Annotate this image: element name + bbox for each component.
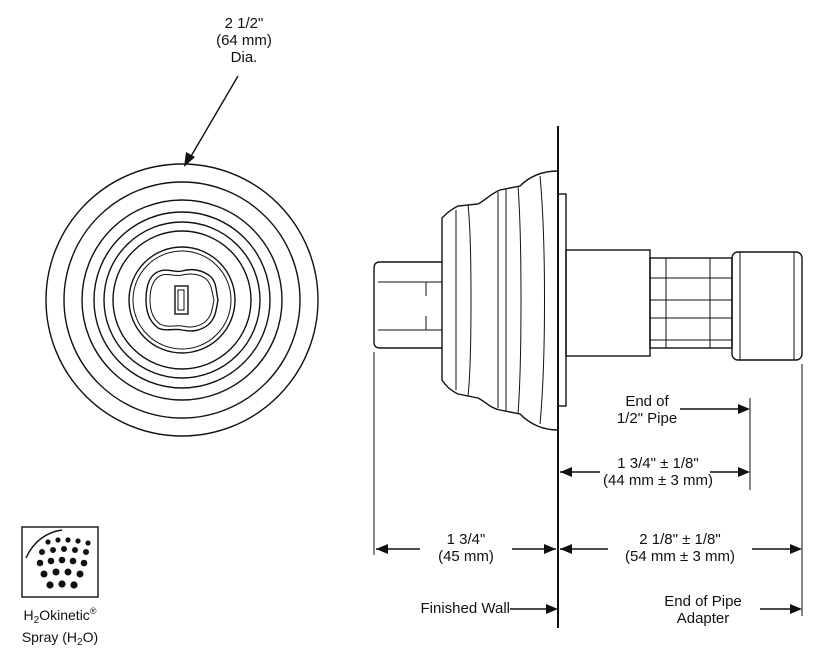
pipe-depth-label-line-2: (44 mm ± 3 mm) bbox=[603, 472, 713, 489]
logo-caption: H2Okinetic® Spray (H2O) bbox=[10, 603, 110, 651]
knob-outline-inner bbox=[149, 273, 215, 328]
logo-brand-name: H2Okinetic® bbox=[23, 606, 97, 626]
adapter-end-arrow bbox=[760, 604, 802, 614]
inner-hub-2 bbox=[132, 250, 232, 350]
ring-6 bbox=[112, 230, 252, 370]
adapter-depth-label: 2 1/8" ± 1/8" (54 mm ± 3 mm) bbox=[608, 531, 752, 565]
logo-spray-name: Spray (H2O) bbox=[21, 629, 99, 648]
front-view bbox=[45, 163, 319, 437]
ring-4 bbox=[93, 211, 271, 389]
knob-dimension-label-line-1: 1 3/4" bbox=[446, 531, 486, 548]
pipe-depth-dimension bbox=[560, 467, 750, 477]
diameter-label-line-1: 2 1/2" bbox=[224, 15, 264, 32]
pipe-end-label-line-2: 1/2" Pipe bbox=[616, 410, 678, 427]
valve-body bbox=[565, 249, 651, 357]
pipe-end-arrow bbox=[680, 404, 750, 414]
diameter-leader bbox=[184, 75, 239, 167]
adapter-end-label-line-2: Adapter bbox=[676, 610, 730, 627]
adapter-depth-label-line-2: (54 mm ± 3 mm) bbox=[625, 548, 735, 565]
inner-hub bbox=[128, 246, 236, 354]
ring-5 bbox=[103, 221, 261, 379]
escutcheon-face-6 bbox=[539, 175, 545, 425]
stem-slot-inner bbox=[177, 289, 185, 311]
knob-outline bbox=[145, 268, 219, 332]
h2okinetic-logo bbox=[21, 526, 99, 598]
adapter-depth-label-line-1: 2 1/8" ± 1/8" bbox=[639, 531, 721, 548]
knob-dimension-label: 1 3/4" (45 mm) bbox=[420, 531, 512, 565]
pipe-adapter-cap bbox=[731, 251, 803, 361]
outer-ring bbox=[45, 163, 319, 437]
knob-dimension-label-line-2: (45 mm) bbox=[438, 548, 494, 565]
adapter-depth-dimension bbox=[560, 544, 802, 554]
finished-wall-arrow bbox=[510, 604, 558, 614]
ring-3 bbox=[81, 199, 283, 401]
knob-side bbox=[373, 261, 442, 349]
adapter-end-label: End of Pipe Adapter bbox=[644, 593, 762, 627]
diameter-label-line-2: (64 mm) bbox=[216, 32, 272, 49]
finished-wall-label: Finished Wall bbox=[392, 600, 510, 617]
knob-dimension bbox=[376, 544, 556, 554]
ring-2 bbox=[63, 181, 301, 419]
pipe-end-label-line-1: End of bbox=[625, 393, 669, 410]
pipe-depth-label-line-1: 1 3/4" ± 1/8" bbox=[617, 455, 699, 472]
escutcheon-face-2 bbox=[467, 204, 472, 397]
escutcheon-face-5 bbox=[517, 185, 522, 415]
stem-slot bbox=[174, 285, 189, 315]
valve-hex bbox=[649, 257, 733, 349]
adapter-end-label-line-1: End of Pipe bbox=[664, 593, 742, 610]
wall-plate bbox=[557, 193, 567, 407]
extension-lines bbox=[373, 352, 803, 616]
diameter-label: 2 1/2" (64 mm) Dia. bbox=[196, 15, 292, 66]
diameter-label-line-3: Dia. bbox=[230, 49, 258, 66]
pipe-end-label: End of 1/2" Pipe bbox=[592, 393, 702, 427]
side-view bbox=[373, 126, 803, 628]
pipe-depth-label: 1 3/4" ± 1/8" (44 mm ± 3 mm) bbox=[588, 455, 728, 489]
escutcheon-profile bbox=[441, 170, 559, 431]
finished-wall-text: Finished Wall bbox=[420, 600, 510, 617]
